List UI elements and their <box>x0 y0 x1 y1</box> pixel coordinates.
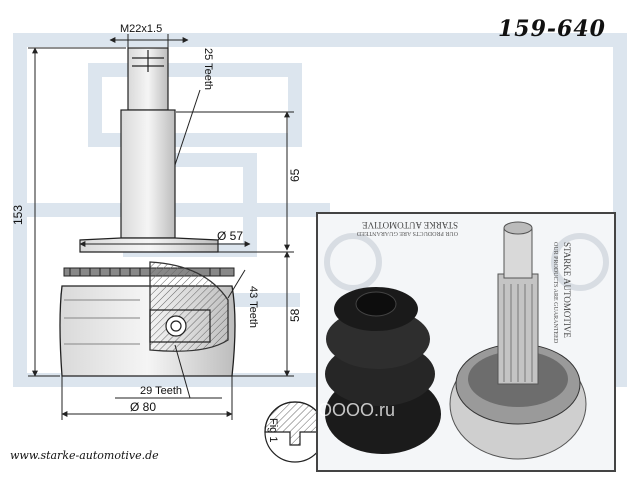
product-photo: STARKE AUTOMOTIVE OUR PRODUCTS ARE GUARA… <box>316 212 616 472</box>
body-diameter-label: Ø 80 <box>130 400 156 414</box>
shaft-length-label: 65 <box>288 168 302 182</box>
joint-illustration <box>449 221 587 460</box>
total-length-label: 153 <box>11 205 25 225</box>
box-text-3: STARKE AUTOMOTIVE <box>562 242 572 338</box>
seat-diameter-label: Ø 57 <box>217 229 243 243</box>
box-text-2: OUR PRODUCTS ARE GUARANTEED <box>356 230 458 236</box>
body-length-label: 58 <box>288 308 302 322</box>
outer-housing <box>59 261 236 377</box>
part-number: 159-640 <box>498 16 606 42</box>
box-text-4: OUR PRODUCTS ARE GUARANTEED <box>552 242 558 344</box>
inner-cage <box>149 309 211 343</box>
figure-label: Fig 1 <box>267 418 279 442</box>
abs-teeth-label: 43 Teeth <box>247 286 259 328</box>
product-photo-illustration: STARKE AUTOMOTIVE OUR PRODUCTS ARE GUARA… <box>318 214 614 470</box>
boot-illustration <box>325 287 441 454</box>
outer-teeth-label: 25 Teeth <box>202 48 214 90</box>
inner-teeth-label: 29 Teeth <box>140 385 182 397</box>
thread-label: M22x1.5 <box>120 23 162 35</box>
box-text-1: STARKE AUTOMOTIVE <box>362 220 458 230</box>
watermark: ОООО.ru <box>318 400 395 420</box>
dimension-lines <box>28 34 294 420</box>
website-url: www.starke-automotive.de <box>10 449 159 462</box>
abs-ring <box>63 267 235 277</box>
